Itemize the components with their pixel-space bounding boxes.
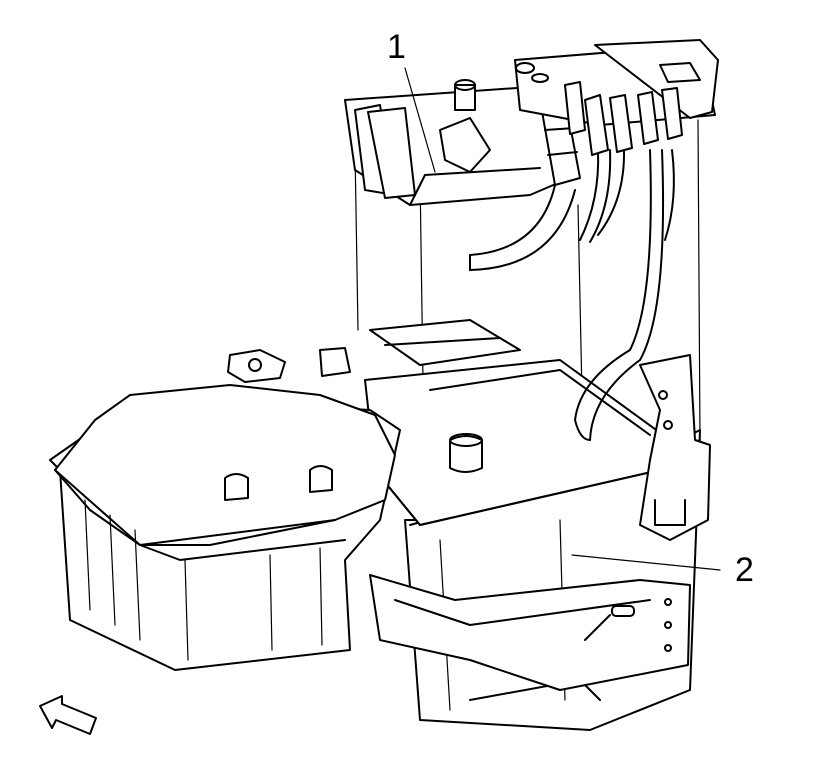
connector-row [514,39,719,156]
air-cleaner-housing [49,347,401,671]
arrow-icon [39,695,97,735]
side-bracket [639,354,711,541]
callout-2: 2 [735,551,754,589]
wiring-harness [469,149,675,441]
housing-ribs [84,499,323,661]
terminals [564,81,683,156]
mounting-bracket [369,574,691,691]
fuse-block-cover [344,79,581,206]
battery-module [364,319,671,526]
leader-lines [404,67,721,571]
callout-1: 1 [387,28,406,66]
